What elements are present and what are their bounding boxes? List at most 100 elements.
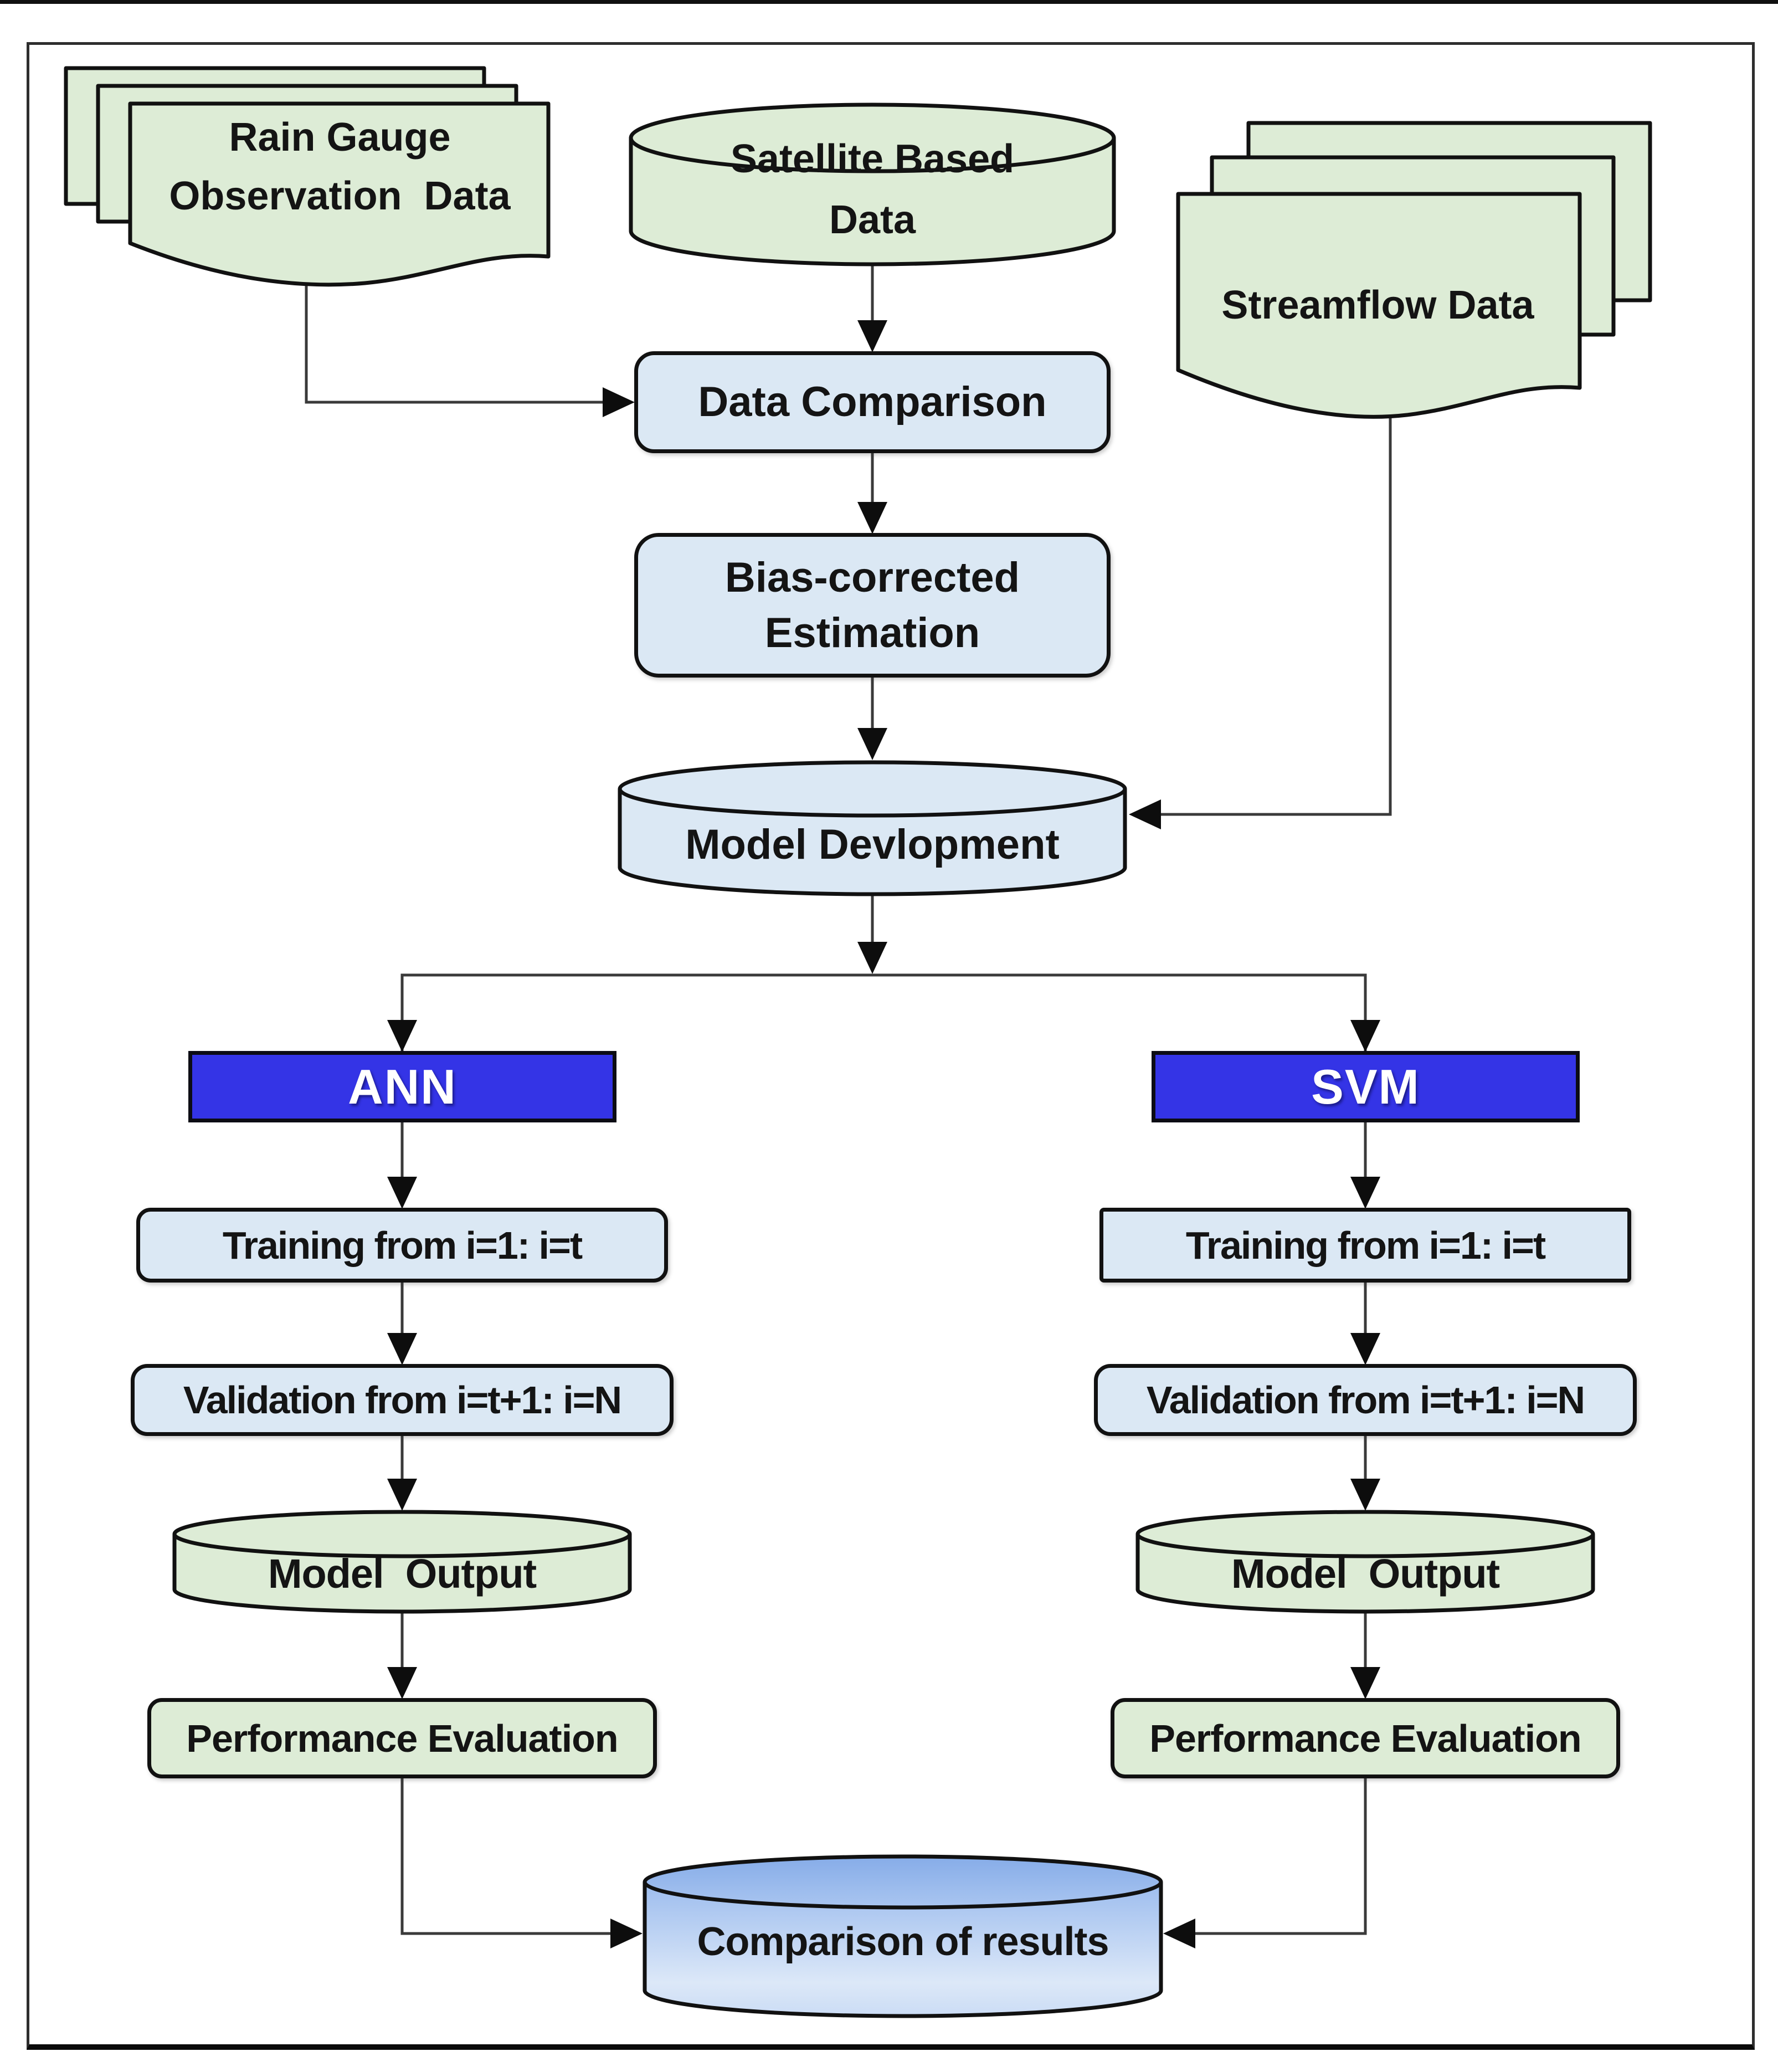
arrow-training-to-validation-right [1350, 1283, 1380, 1365]
streamflow-label: Streamflow Data [1176, 266, 1580, 344]
svm-model-output-node: Model Output [1135, 1510, 1595, 1614]
svm-validation-node: Validation from i=t+1: i=N [1094, 1364, 1637, 1436]
arrowhead [857, 320, 887, 352]
ann-node: ANN [188, 1051, 616, 1122]
ann-validation-node: Validation from i=t+1: i=N [131, 1364, 674, 1436]
cylinder-top [1135, 1510, 1595, 1558]
arrowhead [1163, 1919, 1195, 1948]
arrow-rain-gauge-to-data-comparison [305, 238, 635, 417]
arrow-performance-left-to-comparison [400, 1777, 643, 1948]
model-development-text: Model Devlopment [685, 821, 1060, 868]
arrow-data-comparison-to-bias [857, 453, 887, 534]
cylinder-body [629, 138, 1116, 266]
arrowhead [1350, 1177, 1380, 1209]
ann-model-output-node: Model Output [172, 1510, 632, 1614]
arrowhead [387, 1177, 417, 1209]
svm-model-output-text: Model Output [1231, 1550, 1500, 1597]
arrowhead [857, 728, 887, 760]
svm-training-node: Training from i=1: i=t [1099, 1208, 1631, 1283]
data-comparison-label: Data Comparison [698, 378, 1047, 425]
arrowhead [857, 502, 887, 534]
cylinder-body [618, 789, 1127, 896]
svm-training-label: Training from i=1: i=t [1185, 1223, 1546, 1267]
rain-gauge-line1: Rain Gauge [229, 115, 451, 160]
arrow-svm-to-training [1350, 1122, 1380, 1209]
svm-performance-label: Performance Evaluation [1149, 1716, 1581, 1760]
bias-corrected-node: Bias-corrected Estimation [634, 533, 1111, 678]
ann-performance-label: Performance Evaluation [186, 1716, 618, 1760]
cylinder-top [643, 1854, 1163, 1910]
cylinder-top [629, 102, 1116, 173]
arrow-bias-to-model-development [857, 677, 887, 760]
arrowhead [1350, 1667, 1380, 1699]
svm-model-output-label: Model Output [1135, 1543, 1595, 1604]
model-development-node: Model Devlopment [618, 759, 1127, 897]
document-stack-shape [64, 66, 551, 287]
arrowhead [1350, 1020, 1380, 1052]
cylinder-body [643, 1882, 1163, 2018]
arrow-ann-to-training [387, 1122, 417, 1209]
streamflow-node: Streamflow Data [1174, 121, 1654, 442]
svm-label: SVM [1311, 1059, 1420, 1114]
ann-validation-label: Validation from i=t+1: i=N [183, 1378, 622, 1422]
ann-model-output-text: Model Output [268, 1550, 537, 1597]
split-line [400, 973, 1367, 1051]
arrowhead [1129, 799, 1161, 829]
svm-validation-label: Validation from i=t+1: i=N [1146, 1378, 1585, 1422]
cylinder-shape [1135, 1510, 1595, 1614]
arrowhead [387, 1479, 417, 1511]
ann-label: ANN [348, 1059, 457, 1114]
bias-line1: Bias-corrected [724, 553, 1020, 601]
arrowhead [1350, 1333, 1380, 1365]
svm-performance-node: Performance Evaluation [1111, 1698, 1620, 1778]
satellite-line1: Satellite Based [730, 137, 1015, 181]
cylinder-shape [618, 760, 1127, 896]
satellite-label: Satellite Based Data [629, 129, 1116, 250]
ann-training-label: Training from i=1: i=t [222, 1223, 583, 1267]
top-border-line [0, 0, 1778, 4]
cylinder-shape [172, 1510, 632, 1614]
data-comparison-node: Data Comparison [634, 351, 1111, 453]
cylinder-shape [643, 1854, 1163, 2018]
svm-node: SVM [1152, 1051, 1580, 1122]
arrow-satellite-to-data-comparison [857, 259, 887, 352]
cylinder-top [172, 1510, 632, 1558]
arrowhead [603, 387, 635, 417]
arrowhead [610, 1919, 643, 1948]
page-front [128, 101, 551, 287]
arrowhead [387, 1333, 417, 1365]
arrow-streamflow-to-model-development [1129, 399, 1392, 829]
arrow-validation-to-model-output-left [387, 1436, 417, 1511]
arrow-split-to-ann [387, 1020, 417, 1052]
rain-gauge-node: Rain Gauge Observation Data [64, 66, 552, 310]
bias-corrected-label: Bias-corrected Estimation [725, 550, 1020, 661]
arrowhead [387, 1667, 417, 1699]
satellite-node: Satellite Based Data [629, 102, 1116, 269]
arrow-performance-right-to-comparison [1163, 1777, 1367, 1948]
cylinder-shape [629, 102, 1116, 266]
arrow-model-development-to-split [857, 893, 887, 974]
rain-gauge-label: Rain Gauge Observation Data [128, 107, 552, 227]
page-front [1176, 192, 1582, 419]
comparison-of-results-label: Comparison of results [643, 1911, 1163, 1972]
streamflow-text: Streamflow Data [1221, 283, 1534, 327]
arrowhead [1350, 1479, 1380, 1511]
arrow-validation-to-model-output-right [1350, 1436, 1380, 1511]
document-stack-shape [1176, 121, 1652, 419]
satellite-line2: Data [829, 198, 916, 242]
arrowhead [387, 1020, 417, 1052]
comparison-of-results-node: Comparison of results [643, 1853, 1163, 2020]
diagram-frame [27, 42, 1755, 2050]
model-development-label: Model Devlopment [618, 814, 1127, 875]
arrow-model-output-to-performance-left [387, 1612, 417, 1699]
arrow-training-to-validation-left [387, 1283, 417, 1365]
bias-line2: Estimation [764, 609, 980, 657]
comparison-of-results-text: Comparison of results [697, 1920, 1109, 1964]
ann-training-node: Training from i=1: i=t [136, 1208, 668, 1283]
rain-gauge-line2: Observation Data [169, 174, 511, 218]
arrow-model-output-to-performance-right [1350, 1612, 1380, 1699]
ann-model-output-label: Model Output [172, 1543, 632, 1604]
arrowhead [857, 942, 887, 974]
